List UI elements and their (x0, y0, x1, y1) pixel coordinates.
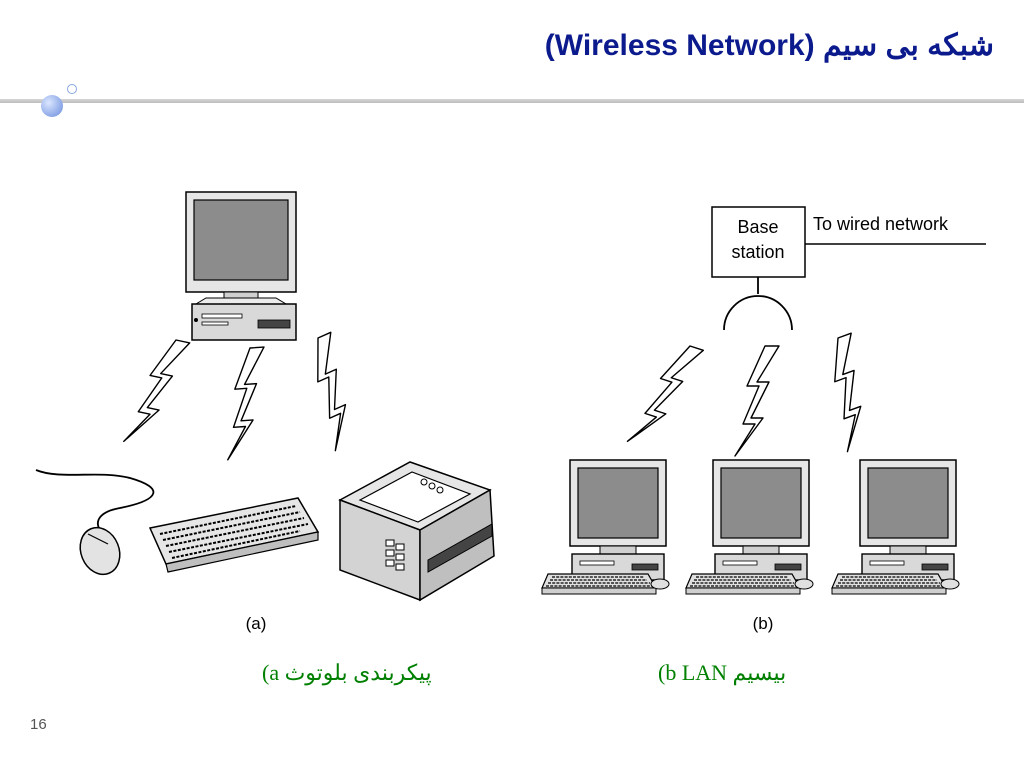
caption-wireless-lan: (b LAN بیسیم (658, 660, 787, 685)
master-computer-icon (185, 191, 297, 341)
lightning-bolt-icon (734, 345, 780, 457)
lightning-bolt-icon (626, 336, 705, 456)
keyboard-icon (148, 497, 320, 573)
lightning-bolt-icon (219, 346, 273, 461)
antenna-icon (723, 277, 793, 331)
mouse-icon (35, 469, 155, 576)
slide-title: شبکه بی سیم (Wireless Network) (544, 29, 994, 62)
base-station-label-line2: station (731, 242, 784, 262)
title-divider (0, 99, 1024, 103)
client-computer-icon (831, 459, 960, 595)
lightning-bolt-icon (123, 333, 191, 452)
decorative-circle-large (41, 95, 63, 117)
printer-icon (338, 461, 495, 602)
wired-network-label: To wired network (813, 214, 949, 234)
client-computer-icon (685, 459, 814, 595)
diagram-label-a: (a) (246, 614, 267, 633)
diagram-label-b: (b) (753, 614, 774, 633)
lightning-bolt-icon (289, 331, 377, 452)
page-number: 16 (30, 716, 47, 733)
caption-bluetooth: (a پیکربندی بلوتوث (262, 660, 432, 685)
lightning-bolt-icon (809, 332, 890, 453)
decorative-circle-small (67, 84, 77, 94)
base-station: Base station (711, 206, 806, 278)
client-computer-icon (541, 459, 670, 595)
base-station-label-line1: Base (737, 217, 778, 237)
